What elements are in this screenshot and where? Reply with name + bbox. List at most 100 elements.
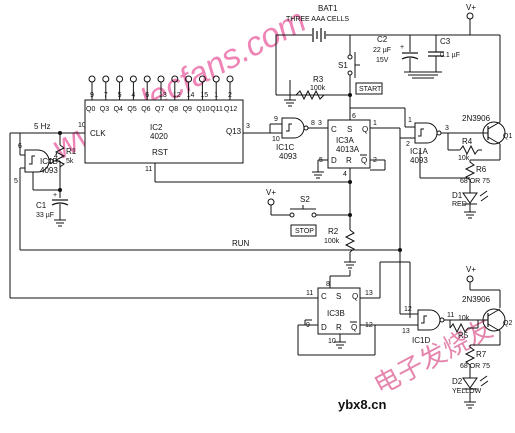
ic1b-ref: IC1B: [40, 157, 58, 166]
r4-ref: R4: [462, 137, 473, 146]
svg-text:Q: Q: [362, 125, 368, 134]
c1-ref: C1: [36, 201, 47, 210]
r6-ref: R6: [476, 165, 487, 174]
ic2-pin-rst: 11: [145, 166, 152, 173]
ic2-pin-number: 14: [187, 92, 195, 99]
ic2-output-q4: Q4: [114, 106, 123, 113]
s1-label: S1: [338, 61, 348, 70]
c2-ref: C2: [377, 35, 388, 44]
start-label-box: [355, 82, 383, 95]
svg-text:+: +: [400, 44, 404, 51]
c3-ref: C3: [440, 37, 451, 46]
vplus-bottom-label: V+: [466, 265, 476, 274]
ic2-output-terminal: [198, 75, 206, 83]
battery-section: BAT1 THREE AAA CELLS V+: [275, 3, 500, 96]
r2-ref: R2: [328, 227, 339, 236]
ic2-pin-number: 5: [118, 92, 122, 99]
svg-text:1: 1: [408, 117, 412, 124]
ic1c-part: 4093: [279, 152, 297, 161]
ic2-pin-q13: 3: [246, 123, 250, 130]
ic1b-pin4: 4: [54, 153, 58, 160]
svg-text:C: C: [321, 292, 327, 301]
clock-oscillator: 5 Hz R1 5k 6 5 4 IC1B 4093 + C1 33 µF: [9, 122, 305, 299]
q2-driver: V+ R5 10k 2N3906 Q2 R7 68 OR 75 D2 YELLO…: [449, 265, 512, 409]
svg-text:2: 2: [406, 141, 410, 148]
vplus-stop-label: V+: [266, 188, 276, 197]
svg-text:S: S: [336, 292, 341, 301]
ic1b-part: 4093: [40, 166, 58, 175]
c3-value: 0.1 µF: [440, 52, 460, 59]
ic2-clk: CLK: [90, 129, 106, 138]
svg-text:4: 4: [343, 171, 347, 178]
r3-value: 100k: [310, 85, 326, 92]
ic2-q13: Q13: [226, 127, 242, 136]
ic2-output-terminal: [226, 75, 234, 83]
ic2-pin-number: 6: [145, 92, 149, 99]
ic2-pin-number: 13: [159, 92, 167, 99]
ic2-rst: RST: [152, 148, 168, 157]
ic2-ref: IC2: [150, 123, 163, 132]
c2-value: 22 µF: [373, 47, 391, 54]
ic1b-pin6: 6: [18, 143, 22, 150]
ic2-pin-number: 7: [104, 92, 108, 99]
ic3b-ref: IC3B: [327, 309, 345, 318]
ic1b-pin5: 5: [14, 178, 18, 185]
ic2-output-q3: Q3: [100, 106, 109, 113]
ic2-output-terminal: [212, 75, 220, 83]
d1-ref: D1: [452, 191, 463, 200]
d2-ref: D2: [452, 377, 463, 386]
svg-text:D: D: [321, 323, 327, 332]
clock-freq: 5 Hz: [34, 122, 50, 131]
svg-text:13: 13: [365, 290, 373, 297]
ic2-output-q6: Q6: [141, 106, 150, 113]
svg-text:10: 10: [328, 338, 336, 345]
svg-text:3: 3: [318, 120, 322, 127]
svg-text:8: 8: [326, 281, 330, 288]
ic2-output-terminal: [171, 75, 179, 83]
svg-text:D: D: [331, 156, 337, 165]
stop-label-box: [290, 224, 317, 237]
ic2-pin-number: 12: [173, 92, 181, 99]
ic1a-gate: 1 2 3 IC1A 4093: [350, 107, 477, 179]
ic3a-ref: IC3A: [336, 136, 354, 145]
q1-part: 2N3906: [462, 114, 491, 123]
r4-value: 10k: [458, 155, 470, 162]
ic1a-ref: IC1A: [410, 147, 428, 156]
ic2-output-terminal: [185, 75, 193, 83]
ic2-output-q8: Q8: [169, 106, 178, 113]
ic2-output-q5: Q5: [127, 106, 136, 113]
r7-value: 68 OR 75: [460, 363, 490, 370]
d2-color: YELLOW: [452, 388, 482, 395]
ic2-output-q9: Q9: [183, 106, 192, 113]
r3-ref: R3: [313, 75, 324, 84]
ic1c-gate: 9 10 8 IC1C 4093: [272, 116, 328, 161]
stop-label: STOP: [295, 228, 314, 235]
ic1a-part: 4093: [410, 156, 428, 165]
d1-color: RED: [452, 201, 467, 208]
start-label: START: [359, 86, 382, 93]
q2-ref: Q2: [503, 320, 512, 327]
ic2-pin-number: 4: [131, 92, 135, 99]
r7-ref: R7: [476, 350, 487, 359]
ic1c-pin10: 10: [272, 136, 280, 143]
ic3a-part: 4013A: [336, 145, 360, 154]
svg-text:R: R: [346, 156, 352, 165]
ic2-output-terminal: [157, 75, 165, 83]
c1-value: 33 µF: [36, 212, 54, 219]
q1-ref: Q1: [503, 133, 512, 140]
svg-text:Q: Q: [361, 156, 367, 165]
start-switch[interactable]: S1 START: [338, 35, 383, 125]
ic2-output-terminal: [116, 75, 124, 83]
svg-text:+: +: [53, 192, 57, 199]
r1-ref: R1: [66, 147, 77, 156]
ic2-output-q11: Q11: [210, 106, 223, 113]
run-label: RUN: [232, 239, 250, 248]
ic2-output-terminal: [129, 75, 137, 83]
q2-part: 2N3906: [462, 295, 491, 304]
svg-text:12: 12: [404, 306, 412, 313]
ic3b-flipflop: C S Q D R Q IC3B 11 8 13 9 10 12: [297, 261, 418, 356]
stop-switch[interactable]: V+ S2 STOP: [266, 188, 352, 237]
r3-resistor: R3 100k: [284, 75, 352, 107]
svg-text:3: 3: [445, 125, 449, 132]
svg-text:11: 11: [306, 290, 313, 297]
